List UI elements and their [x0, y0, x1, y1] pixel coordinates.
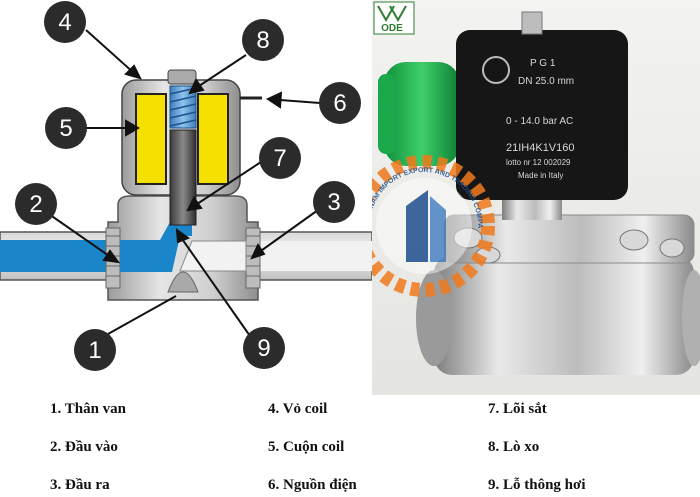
arrow-6 [265, 91, 283, 109]
arrow-9 [175, 227, 191, 244]
leader-1 [107, 295, 177, 335]
valve-body [107, 195, 259, 301]
svg-text:1: 1 [88, 337, 101, 364]
legend-item-2: 2. Đầu vào [50, 439, 118, 455]
callout-8: 8 [242, 19, 284, 61]
leader-9 [179, 235, 251, 337]
leader-7 [193, 159, 265, 207]
callout-1: 1 [74, 329, 116, 371]
svg-text:Made in Italy: Made in Italy [518, 171, 563, 180]
valve-photo: ODE P G 1 DN 25.0 mm 0 - 14.0 bar AC 21I… [372, 0, 700, 395]
coil-top [167, 69, 197, 85]
photo-coil-emblem [482, 56, 510, 84]
valve-diagram: 1 2 3 4 5 6 7 8 9 [0, 1, 372, 371]
legend-item-9: 9. Lỗ thông hơi [488, 477, 586, 493]
svg-text:5: 5 [59, 115, 72, 142]
callout-4: 4 [44, 1, 86, 43]
svg-text:4: 4 [58, 9, 71, 36]
svg-text:21IH4K1V160: 21IH4K1V160 [506, 142, 575, 154]
leader-4 [85, 29, 136, 75]
legend-item-6: 6. Nguồn điện [268, 477, 357, 493]
photo-valve-body [434, 255, 694, 375]
callout-6: 6 [319, 82, 361, 124]
svg-text:lotto nr 12 002029: lotto nr 12 002029 [506, 158, 571, 167]
photo-coil-label: P G 1 DN 25.0 mm 0 - 14.0 bar AC 21IH4K1… [506, 58, 575, 180]
photo-port-right [682, 270, 700, 366]
legend: 1. Thân van 2. Đầu vào 3. Đầu ra 4. Vỏ c… [0, 395, 700, 497]
legend-item-8: 8. Lò xo [488, 439, 540, 455]
leader-8 [195, 54, 247, 89]
photo-connector [384, 62, 460, 166]
arrow-5 [125, 119, 140, 137]
svg-text:9: 9 [257, 335, 270, 362]
inlet-passage [120, 222, 192, 272]
svg-text:DN 25.0 mm: DN 25.0 mm [518, 76, 574, 87]
leader-2 [45, 211, 113, 259]
leader-3 [257, 209, 319, 254]
svg-text:6: 6 [333, 90, 346, 117]
svg-text:7: 7 [273, 145, 286, 172]
arrow-4 [124, 64, 142, 80]
callout-2: 2 [15, 183, 57, 225]
photo-bolts [453, 227, 685, 264]
valve-seat [167, 271, 199, 293]
arrow-3 [250, 242, 266, 260]
legend-item-7: 7. Lõi sắt [488, 401, 547, 417]
callout-3: 3 [313, 181, 355, 223]
legend-item-4: 4. Vỏ coil [268, 401, 328, 417]
ode-logo: ODE [373, 1, 415, 35]
legend-item-1: 1. Thân van [50, 401, 127, 417]
coil-left [135, 93, 167, 185]
iron-core [169, 129, 197, 226]
svg-text:2: 2 [29, 191, 42, 218]
callout-9: 9 [243, 327, 285, 369]
arrow-7 [186, 196, 203, 212]
coil-right [197, 93, 229, 185]
legend-item-3: 3. Đầu ra [50, 477, 110, 493]
arrow-2 [102, 249, 121, 264]
svg-text:8: 8 [256, 27, 269, 54]
leader-6 [279, 99, 321, 104]
svg-text:3: 3 [327, 189, 340, 216]
arrow-8 [188, 78, 205, 95]
callout-5: 5 [45, 107, 87, 149]
legend-item-5: 5. Cuộn coil [268, 439, 345, 455]
svg-text:ODE: ODE [381, 23, 403, 34]
photo-coil [456, 30, 628, 200]
svg-text:P G 1: P G 1 [530, 58, 556, 69]
svg-text:0 - 14.0 bar AC: 0 - 14.0 bar AC [506, 116, 573, 127]
outlet-passage [179, 240, 247, 272]
callout-7: 7 [259, 137, 301, 179]
